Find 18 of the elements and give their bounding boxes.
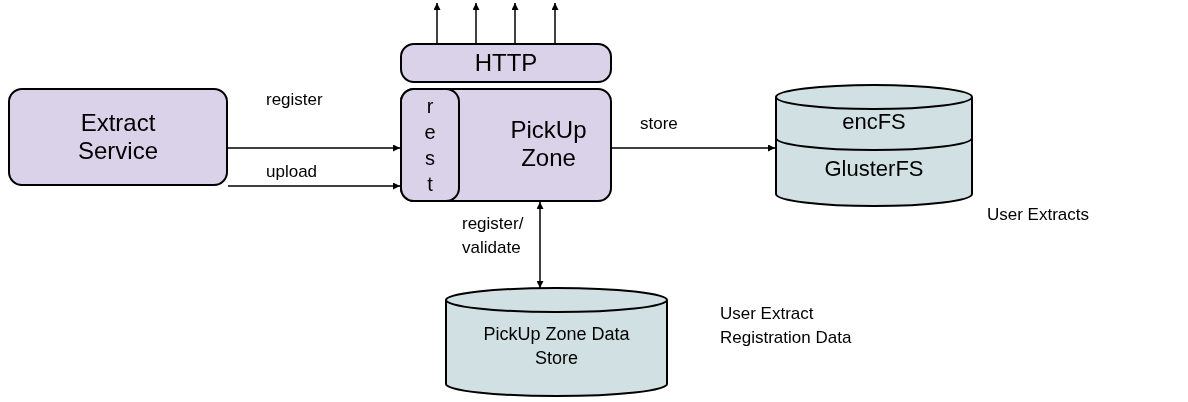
interface-box: rest xyxy=(400,88,460,202)
box-label: PickUp Zone xyxy=(509,116,588,172)
storage-label: GlusterFS xyxy=(823,156,925,182)
component-box xyxy=(400,88,612,202)
arrow xyxy=(511,2,519,44)
arrow xyxy=(611,144,776,152)
arrow xyxy=(433,2,441,44)
caption-text: User Extracts xyxy=(987,204,1090,226)
arrow xyxy=(536,201,544,289)
arrow xyxy=(472,2,480,44)
storage-label: encFS xyxy=(841,109,907,135)
arrow xyxy=(227,182,401,190)
caption-text: User Extract Registration Data xyxy=(720,303,853,349)
protocol-bar: HTTP xyxy=(400,43,612,83)
arrow xyxy=(227,144,401,152)
service-box: Extract Service xyxy=(8,88,228,186)
storage-label: PickUp Zone Data Store xyxy=(482,323,631,370)
arrow xyxy=(551,2,559,44)
